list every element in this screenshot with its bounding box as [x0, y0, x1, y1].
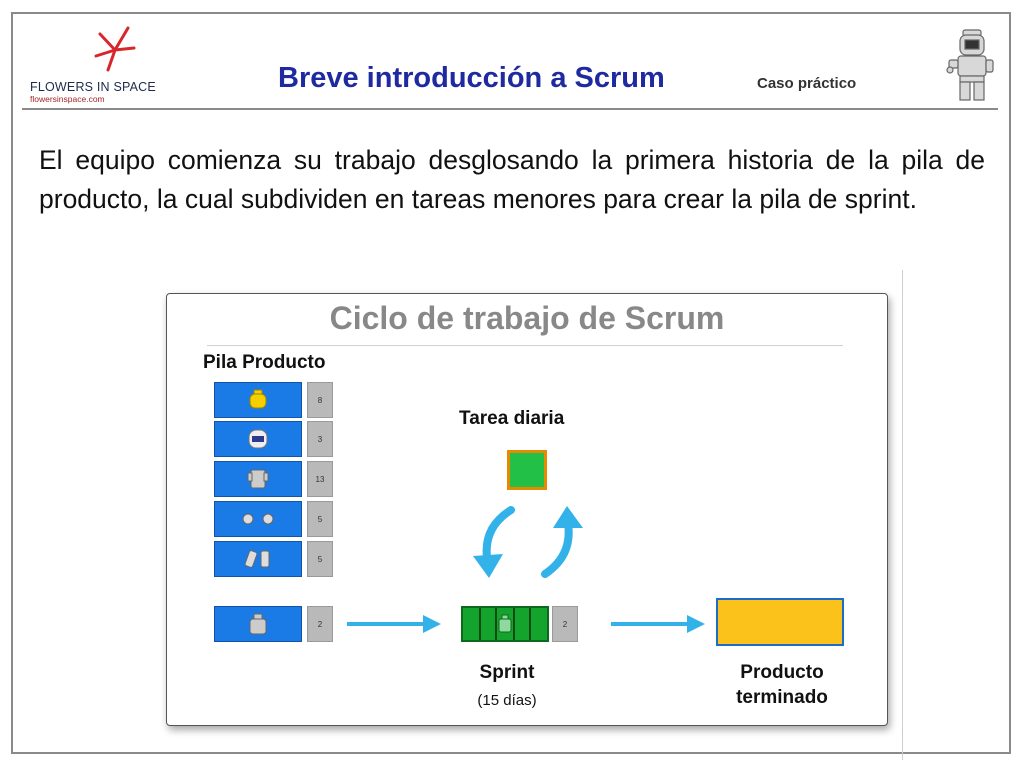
flower-logo-icon [94, 26, 136, 72]
story-points: 5 [307, 501, 333, 537]
producto-label-line1: Producto [740, 662, 824, 683]
arrow-right-icon [347, 615, 441, 633]
sprint-backlog-bar [461, 606, 549, 642]
sprint-label: Sprint [479, 662, 535, 683]
lego-head-icon [249, 389, 267, 409]
slide-subtitle: Caso práctico [757, 75, 857, 92]
story-points: 3 [307, 421, 333, 457]
sprint-points: 2 [552, 606, 578, 642]
diagram-title-rule [207, 345, 843, 346]
slide-title: Breve introducción a Scrum [278, 62, 665, 94]
scrum-cycle-diagram: Ciclo de trabajo de Scrum Pila Producto … [166, 293, 888, 726]
story-card [214, 541, 302, 577]
story-points: 13 [307, 461, 333, 497]
story-card [214, 382, 302, 418]
story-card [214, 501, 302, 537]
selected-story-points: 2 [307, 606, 333, 642]
sprint-segment [513, 608, 515, 640]
sprint-segment [479, 608, 481, 640]
sprint-segment [529, 608, 531, 640]
pila-producto-label: Pila Producto [203, 352, 326, 373]
lego-astronaut-icon [946, 29, 994, 101]
producto-label-line2: terminado [736, 687, 828, 708]
diagram-title: Ciclo de trabajo de Scrum [329, 300, 725, 336]
header-divider [22, 108, 998, 110]
story-card [214, 461, 302, 497]
logo-name: FLOWERS IN SPACE [30, 80, 156, 94]
story-points: 5 [307, 541, 333, 577]
selected-story-card [214, 606, 302, 642]
lego-hands-icon [242, 513, 274, 525]
cycle-arrows-icon [473, 506, 583, 578]
tarea-diaria-label: Tarea diaria [459, 408, 565, 429]
sprint-duration: (15 días) [477, 692, 537, 709]
finished-product-box [716, 598, 844, 646]
body-paragraph: El equipo comienza su trabajo desglosand… [39, 145, 985, 214]
daily-task-square [507, 450, 547, 490]
producto-terminado-label: Producto terminado [712, 660, 852, 710]
sprint-segment [495, 608, 497, 640]
lego-torso-icon [247, 469, 269, 489]
story-card [214, 421, 302, 457]
arrow-right-icon [611, 615, 705, 633]
lego-legs-icon [244, 550, 270, 568]
logo: FLOWERS IN SPACE flowersinspace.com [30, 22, 170, 104]
lego-backpack-icon [498, 614, 512, 633]
vertical-guide [902, 270, 903, 760]
story-points: 8 [307, 382, 333, 418]
lego-backpack-icon [249, 613, 267, 635]
slide-frame [11, 12, 1011, 754]
logo-url: flowersinspace.com [30, 94, 105, 104]
lego-helmet-icon [248, 429, 268, 449]
